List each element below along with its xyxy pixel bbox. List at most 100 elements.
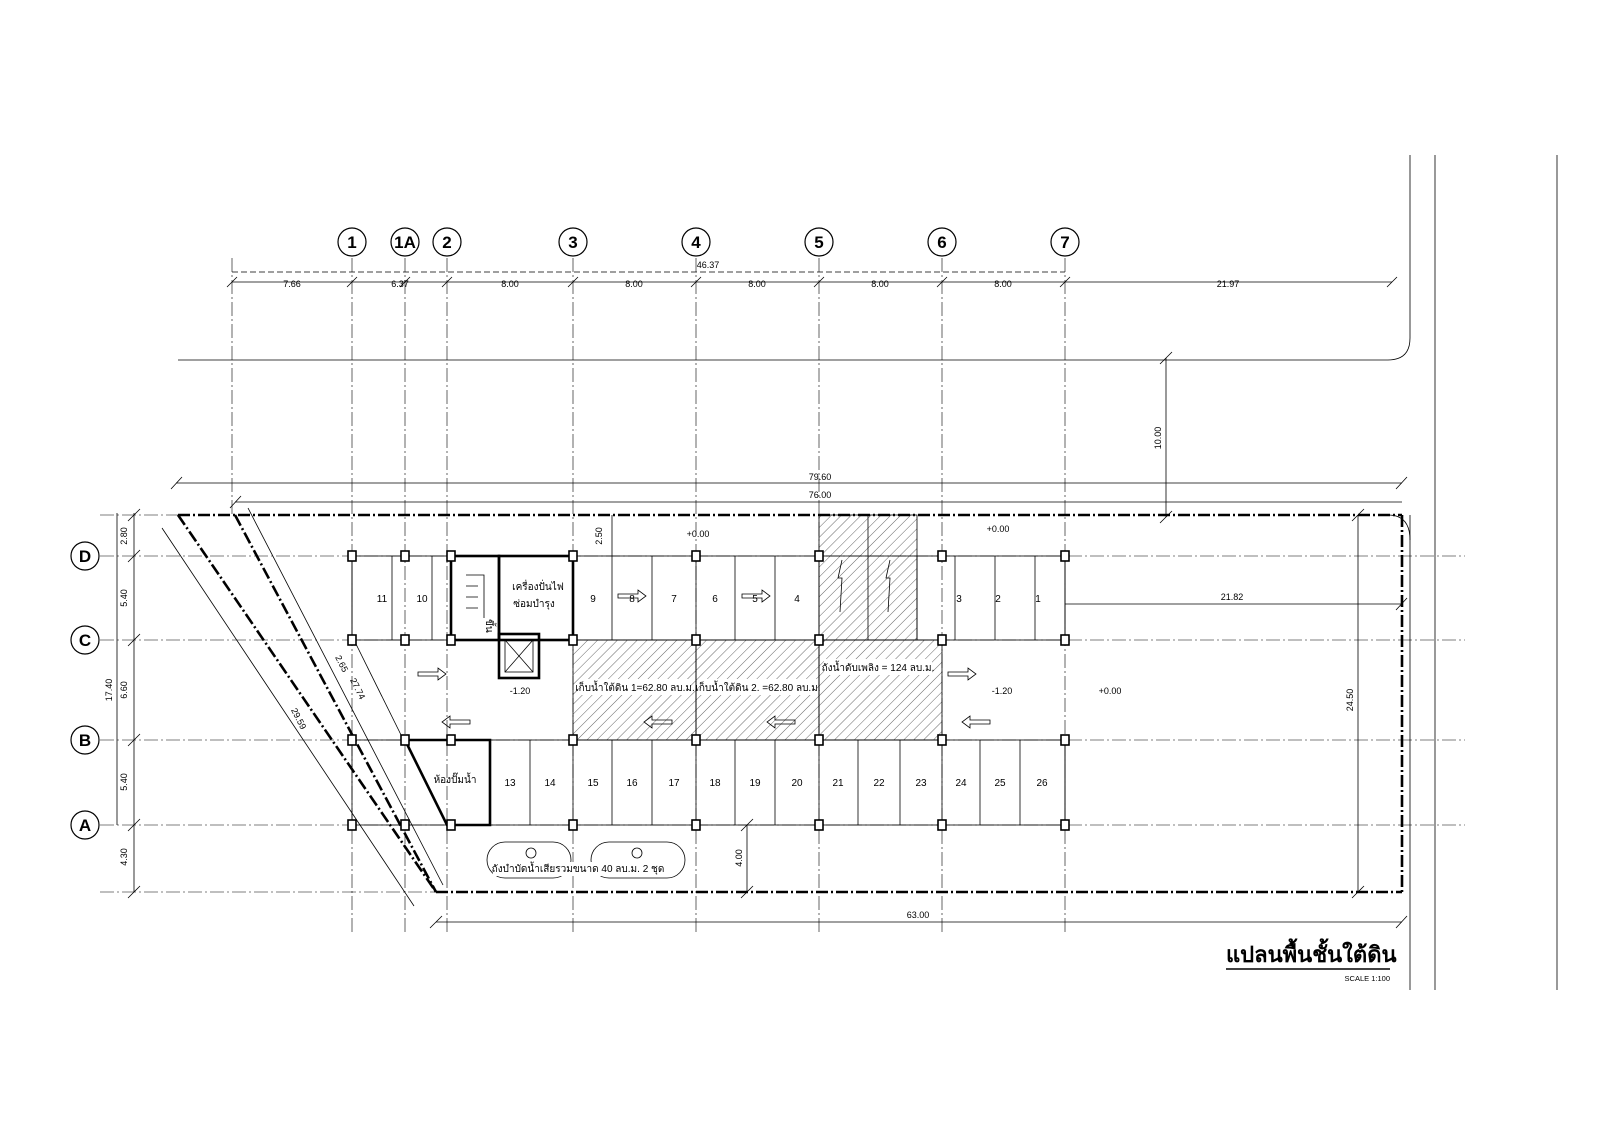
column	[1060, 634, 1070, 646]
column	[400, 634, 410, 646]
arrow-left-icon	[961, 715, 991, 729]
grid-bubble-row-a: A	[70, 810, 100, 840]
parking-stall-number: 7	[671, 594, 677, 605]
fire-tank	[818, 639, 943, 741]
column	[568, 819, 578, 831]
parking-stall-number: 21	[832, 778, 844, 789]
bottom-dimensions: 63.00 4.00 2.50	[429, 515, 1408, 929]
septic-tank-label: ถังบำบัดน้ำเสียรวมขนาด 40 ลบ.ม. 2 ชุด	[492, 861, 665, 875]
arrow-left-icon	[441, 715, 471, 729]
grid-bubble-col-1a: 1A	[390, 227, 420, 257]
row-grid-bubbles: D C B A	[70, 541, 100, 840]
water-tank-1-label: เก็บน้ำใต้ดิน 1=62.80 ลบ.ม.	[575, 680, 695, 694]
dim-top-total: 46.37	[697, 260, 720, 270]
arrow-right-icon	[417, 667, 447, 681]
column	[568, 550, 578, 562]
maintenance-room-label: ซ่อมบำรุง	[513, 599, 555, 610]
parking-stall-number: 23	[915, 778, 927, 789]
parking-stall-number: 24	[955, 778, 967, 789]
parking-stall-number: 11	[377, 594, 388, 605]
column	[347, 634, 357, 646]
parking-stall-number: 4	[794, 594, 800, 605]
dim-top-span: 8.00	[625, 279, 643, 289]
column	[691, 634, 701, 646]
parking-stall-number: 6	[712, 594, 718, 605]
diagonal-site-edges: 29.59 27.74 2.65	[161, 507, 444, 907]
right-dimensions: 21.82 24.50	[1065, 508, 1408, 899]
grid-bubble-row-d: D	[70, 541, 100, 571]
column	[691, 550, 701, 562]
parking-stall-number: 20	[791, 778, 803, 789]
svg-text:A: A	[79, 816, 91, 835]
drawing-title-block: แปลนพื้นชั้นใต้ดิน SCALE 1:100	[1226, 938, 1397, 983]
svg-text:D: D	[79, 547, 91, 566]
dim-side-4: 5.40	[119, 773, 129, 791]
parking-stall-number: 15	[587, 778, 599, 789]
svg-text:4: 4	[691, 233, 701, 252]
column	[568, 734, 578, 746]
dim-setback: 10.00	[1153, 427, 1163, 450]
level-top-right: +0.00	[987, 524, 1010, 534]
setback-dimension: 10.00	[1153, 351, 1173, 524]
septic-tanks: ถังบำบัดน้ำเสียรวมขนาด 40 ลบ.ม. 2 ชุด	[486, 841, 686, 879]
column	[691, 734, 701, 746]
grid-bubble-col-2: 2	[432, 227, 462, 257]
dim-side-5: 4.30	[119, 848, 129, 866]
column	[400, 550, 410, 562]
column	[446, 734, 456, 746]
grid-bubble-row-c: C	[70, 625, 100, 655]
parking-stall-number: 14	[544, 778, 556, 789]
dim-overall-width: 79.60	[809, 472, 832, 482]
column	[691, 819, 701, 831]
dim-bottom-total: 63.00	[907, 910, 930, 920]
column	[446, 634, 456, 646]
arrow-left-icon	[766, 715, 796, 729]
arrow-right-icon	[741, 589, 771, 603]
dim-top-span: 21.97	[1217, 279, 1240, 289]
dim-diagonal-3: 29.59	[289, 706, 308, 731]
column	[568, 634, 578, 646]
parking-stall-number: 26	[1036, 778, 1048, 789]
column	[347, 550, 357, 562]
svg-text:1: 1	[347, 233, 356, 252]
svg-text:3: 3	[568, 233, 577, 252]
svg-text:C: C	[79, 631, 91, 650]
dim-top-span: 8.00	[871, 279, 889, 289]
site-boundary	[178, 155, 1558, 990]
drawing-scale: SCALE 1:100	[1345, 974, 1390, 983]
parking-stall-number: 25	[994, 778, 1006, 789]
level-marks: +0.00 +0.00 -1.20 -1.20 +0.00	[510, 524, 1122, 696]
grid-bubble-col-4: 4	[681, 227, 711, 257]
grid-bubble-col-3: 3	[558, 227, 588, 257]
arrow-left-icon	[643, 715, 673, 729]
pump-room-label: ห้องปั๊มน้ำ	[434, 772, 477, 786]
svg-text:1A: 1A	[394, 233, 416, 252]
structural-columns	[347, 550, 1070, 831]
dim-diagonal-1: 2.65	[333, 654, 350, 674]
pump-room: ห้องปั๊มน้ำ	[402, 738, 492, 827]
level-drive-right: -1.20	[992, 686, 1013, 696]
grid-lines	[100, 258, 1465, 935]
column	[347, 819, 357, 831]
column	[937, 634, 947, 646]
column	[400, 734, 410, 746]
dim-top-span: 8.00	[994, 279, 1012, 289]
svg-text:B: B	[79, 731, 91, 750]
dim-side-1: 2.80	[119, 527, 129, 545]
parking-stall-number: 13	[504, 778, 516, 789]
column	[937, 550, 947, 562]
stair-up-label: ขึ้น	[483, 619, 497, 633]
svg-text:7: 7	[1060, 233, 1069, 252]
parking-stall-number: 3	[956, 594, 962, 605]
dim-right-offset: 21.82	[1221, 592, 1244, 602]
side-dimension-string: 2.80 5.40 6.60 5.40 4.30 17.40	[104, 508, 141, 899]
dim-side-2: 5.40	[119, 589, 129, 607]
dim-bottom-offset: 4.00	[734, 849, 744, 867]
dim-top-span: 7.66	[283, 279, 301, 289]
parking-stall-number: 1	[1035, 594, 1041, 605]
parking-stall-number: 8	[629, 594, 635, 605]
column	[814, 819, 824, 831]
parking-stall-number: 19	[749, 778, 761, 789]
